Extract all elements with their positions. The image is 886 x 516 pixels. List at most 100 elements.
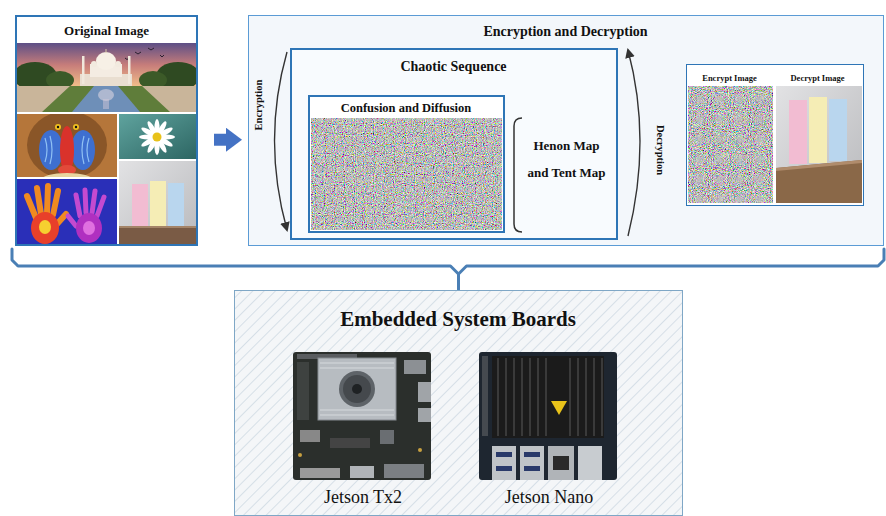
panel-fills-part xyxy=(308,95,505,233)
blocks-photo xyxy=(119,161,196,244)
box-title: Embedded System Boards xyxy=(235,307,681,332)
brace-connector xyxy=(12,249,459,289)
jetson-nano-photo-part xyxy=(520,446,544,480)
box-title: Confusion and Diffusion xyxy=(310,101,503,116)
jetson-tx2-photo-part-part xyxy=(320,410,394,411)
decrypted-photo-part xyxy=(829,99,847,161)
jetson-tx2-photo-part xyxy=(352,384,362,394)
board-name: Jetson Nano xyxy=(478,487,620,509)
confusion-box: Confusion and Diffusion xyxy=(308,95,505,233)
jetson-tx2-photo-part xyxy=(320,363,394,415)
jetson-nano-photo-part-part xyxy=(513,358,515,436)
jetson-nano-photo-part xyxy=(498,358,602,436)
jetson-nano-photo-part xyxy=(548,446,574,480)
thermal-photo-part-part xyxy=(92,191,95,213)
decrypted-photo-part xyxy=(776,160,862,203)
thermal-photo-part-part xyxy=(47,186,48,213)
jetson-nano-photo-part-part xyxy=(601,358,603,436)
jetson-nano-photo-part-part xyxy=(529,358,531,436)
chaotic-box: Chaotic SequenceHenon Map and Tent MapCo… xyxy=(290,48,618,240)
jetson-nano-photo-part xyxy=(496,466,512,471)
taj-photo-part xyxy=(82,56,85,84)
cipher-image-part xyxy=(311,118,502,230)
panel-fills-part xyxy=(686,64,864,206)
thermal-photo-part-part xyxy=(97,197,104,216)
jetson-tx2-photo xyxy=(293,352,431,480)
bracket-part xyxy=(514,118,522,232)
thermal-photo-part xyxy=(76,213,102,243)
mandrill-photo-part xyxy=(57,126,59,128)
jetson-nano-photo-part-part xyxy=(521,358,523,436)
cycle-arrows-part xyxy=(275,52,288,230)
panel-fills-part xyxy=(234,290,683,516)
blocks-photo-part xyxy=(150,181,166,226)
thermal-photo-part-part xyxy=(57,214,66,224)
mandrill-photo-part xyxy=(41,173,93,177)
boards-box: Embedded System BoardsJetson Tx2 Jetson N… xyxy=(234,290,683,516)
daisy-photo-part xyxy=(119,114,196,159)
jetson-tx2-photo-part xyxy=(418,448,422,452)
jetson-tx2-photo-part xyxy=(380,430,394,444)
map-names: Henon Map and Tent Map xyxy=(526,132,608,186)
jetson-tx2-photo-part-part xyxy=(320,368,394,369)
daisy-photo xyxy=(119,114,196,159)
jetson-nano-photo-part-part xyxy=(585,358,587,436)
mandrill-photo-part xyxy=(75,126,77,128)
process-panel: Encryption and DecryptionChaotic Sequenc… xyxy=(248,15,884,246)
jetson-tx2-photo-part xyxy=(350,466,374,478)
jetson-tx2-photo-part xyxy=(293,352,431,480)
blocks-photo-part xyxy=(119,161,196,244)
jetson-tx2-photo-part xyxy=(298,453,302,457)
jetson-tx2-photo-part xyxy=(343,375,371,403)
bracket xyxy=(514,118,522,232)
decrypted-photo-part xyxy=(809,97,827,163)
board-name: Jetson Tx2 xyxy=(292,487,434,509)
jetson-nano-photo-part xyxy=(492,356,604,438)
cipher-image-part xyxy=(688,86,773,203)
taj-photo-part xyxy=(42,86,170,112)
jetson-nano-photo-part-part xyxy=(545,358,547,436)
cycle-arrows xyxy=(275,50,641,236)
jetson-nano-photo-part-part xyxy=(593,358,595,436)
panel-fills-part xyxy=(248,15,884,246)
mandrill-photo-part xyxy=(71,130,95,170)
mandrill-photo-part xyxy=(55,124,61,130)
jetson-nano-photo-part xyxy=(553,456,569,470)
thermal-photo-part-part xyxy=(53,191,58,215)
taj-photo-part xyxy=(128,56,131,84)
thermal-photo-part xyxy=(31,212,59,244)
jetson-tx2-photo-part xyxy=(384,464,424,478)
blocks-photo-part xyxy=(168,183,184,226)
jetson-nano-photo-part xyxy=(482,356,488,436)
jetson-nano-photo-part-part xyxy=(505,358,507,436)
taj-photo-part xyxy=(17,86,196,112)
jetson-tx2-photo-part xyxy=(404,360,426,374)
thermal-photo-part-part xyxy=(27,196,36,218)
jetson-nano-photo-part xyxy=(524,466,540,471)
thermal-photo xyxy=(17,179,117,244)
taj-photo-part xyxy=(103,99,109,109)
jetson-tx2-photo-part xyxy=(339,371,375,407)
taj-photo xyxy=(17,43,196,112)
blocks-photo-part xyxy=(119,226,196,244)
jetson-nano-photo-part-part xyxy=(569,358,571,436)
jetson-nano-photo-part xyxy=(492,446,516,480)
taj-photo-part xyxy=(91,61,97,67)
cycle-arrows-part xyxy=(628,50,640,236)
jetson-tx2-photo-part xyxy=(418,382,431,402)
mandrill-photo-part xyxy=(73,124,79,130)
taj-photo-part xyxy=(115,61,121,67)
jetson-tx2-photo-part-part xyxy=(320,415,394,416)
jetson-nano-photo-part-part xyxy=(497,358,499,436)
taj-photo-part xyxy=(106,49,107,53)
decrypted-photo xyxy=(776,86,862,203)
mandrill-photo-part xyxy=(27,114,107,177)
thermal-photo-part-part xyxy=(37,188,41,214)
thermal-photo-part-part xyxy=(76,195,80,216)
decrypted-photo-part xyxy=(789,100,807,164)
blocks-photo-part xyxy=(119,226,196,228)
thermal-photo-part xyxy=(83,221,95,235)
jetson-nano-photo-part xyxy=(479,352,617,480)
taj-photo-part xyxy=(72,86,140,112)
